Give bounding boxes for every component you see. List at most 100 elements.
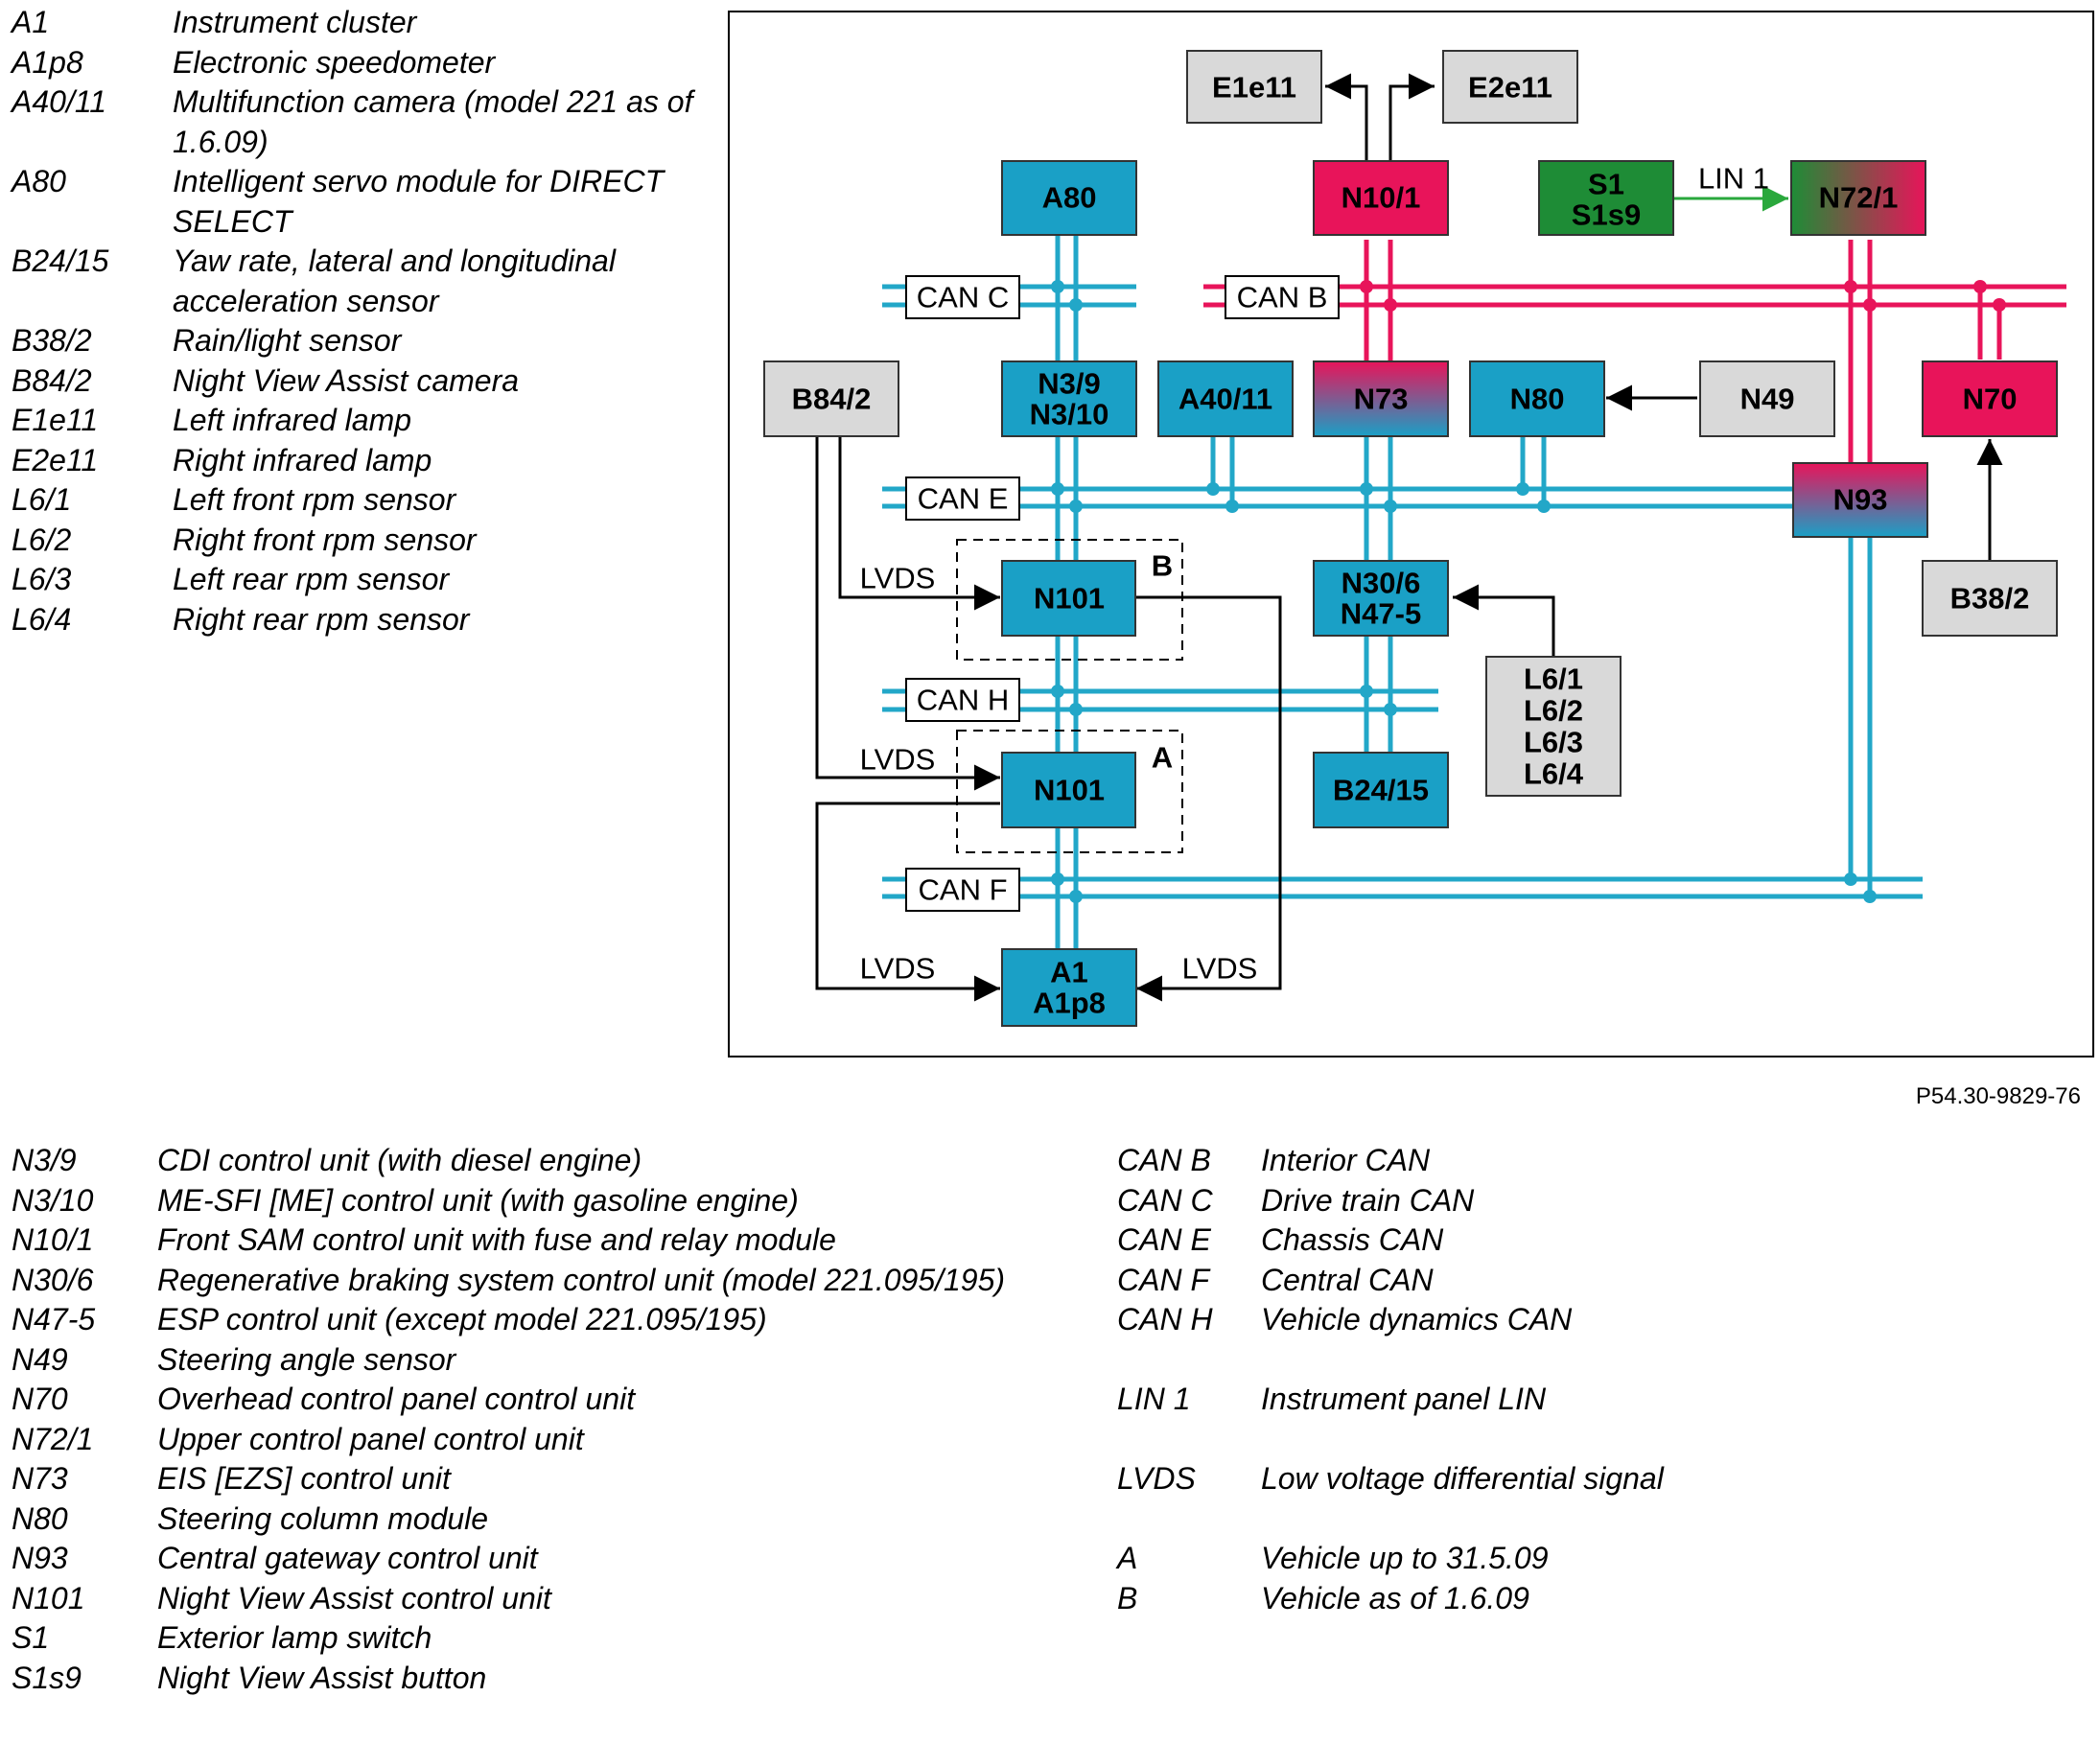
svg-text:CAN F: CAN F (919, 873, 1008, 907)
can-b-junction-dots (1360, 280, 2006, 312)
legend-entry: A80 Intelligent servo module for DIRECT S… (12, 162, 702, 242)
svg-text:N93: N93 (1833, 483, 1888, 517)
legend-code: A1 (12, 5, 50, 39)
legend-description: Intelligent servo module for DIRECT SELE… (173, 164, 665, 239)
legend-description: Instrument cluster (173, 5, 417, 39)
svg-text:N73: N73 (1354, 383, 1409, 416)
component-e2e11: E2e11 (1442, 50, 1578, 124)
legend-description: Night View Assist control unit (157, 1580, 551, 1615)
legend-description: Drive train CAN (1261, 1182, 1475, 1218)
component-b38-2: B38/2 (1922, 560, 2058, 637)
component-n30-6-n47-5: N30/6 N47-5 (1313, 560, 1449, 637)
svg-text:E1e11: E1e11 (1212, 71, 1296, 105)
legend-description: Right front rpm sensor (173, 522, 477, 557)
svg-text:B38/2: B38/2 (1950, 582, 2030, 616)
component-n80: N80 (1469, 360, 1605, 437)
legend-description: Left infrared lamp (173, 403, 412, 437)
svg-text:N72/1: N72/1 (1819, 181, 1899, 215)
svg-text:N10/1: N10/1 (1342, 181, 1421, 215)
svg-text:S1: S1 (1588, 168, 1624, 201)
svg-text:B84/2: B84/2 (792, 383, 872, 416)
legend-description: Instrument panel LIN (1261, 1382, 1547, 1416)
can-h-label: CAN H (905, 678, 1020, 722)
legend-code: A80 (12, 164, 66, 198)
component-n3-9-n3-10: N3/9 N3/10 (1001, 360, 1137, 437)
legend-code: CAN E (1117, 1222, 1211, 1257)
component-n72-1: N72/1 (1790, 160, 1926, 236)
svg-text:CAN C: CAN C (917, 281, 1009, 314)
legend-code: B (1117, 1580, 1138, 1615)
legend-entry: A1 Instrument cluster (12, 3, 702, 43)
legend-code: N3/10 (12, 1182, 94, 1218)
variant-a-box (956, 730, 1183, 853)
component-n70: N70 (1922, 360, 2058, 437)
component-s1-s1s9: S1 S1s9 (1538, 160, 1674, 236)
legend-code: A (1117, 1541, 1138, 1575)
svg-text:L6/2: L6/2 (1524, 694, 1583, 728)
legend-description: Low voltage differential signal (1261, 1461, 1664, 1496)
legend-code: S1 (12, 1620, 50, 1655)
can-c-label: CAN C (905, 275, 1020, 319)
legend-description: Left rear rpm sensor (173, 562, 450, 596)
legend-code: B38/2 (12, 323, 92, 358)
svg-text:L6/4: L6/4 (1524, 757, 1584, 791)
legend-description: Interior CAN (1261, 1143, 1431, 1177)
legend-description: Vehicle dynamics CAN (1261, 1302, 1573, 1336)
component-a80: A80 (1001, 160, 1137, 236)
can-bus-network-diagram: B A CAN C CAN B CAN E CAN H CAN F LIN 1 … (728, 11, 2094, 1057)
legend-description: Yaw rate, lateral and longitudinal accel… (173, 244, 616, 318)
svg-text:L6/1: L6/1 (1524, 662, 1583, 696)
variant-a-label: A (1152, 741, 1173, 775)
svg-text:CAN H: CAN H (917, 684, 1009, 717)
component-e1e11: E1e11 (1186, 50, 1322, 124)
svg-text:N47-5: N47-5 (1341, 597, 1421, 631)
legend-code: N3/9 (12, 1143, 77, 1177)
component-n73: N73 (1313, 360, 1449, 437)
can-e-label: CAN E (905, 476, 1020, 521)
legend-description: Central gateway control unit (157, 1541, 538, 1575)
legend-code: L6/1 (12, 482, 72, 517)
legend-code: N72/1 (12, 1421, 94, 1456)
legend-code: S1s9 (12, 1660, 82, 1695)
component-n101-variant-b: N101 (1001, 560, 1136, 637)
lvds-label-a1-left: LVDS (860, 952, 936, 986)
svg-text:N3/10: N3/10 (1030, 398, 1109, 431)
component-b24-15: B24/15 (1313, 752, 1449, 828)
legend-code: N49 (12, 1341, 68, 1377)
svg-text:N70: N70 (1963, 383, 2018, 416)
svg-text:CAN B: CAN B (1237, 281, 1328, 314)
can-b-label: CAN B (1225, 275, 1340, 319)
legend-description: Vehicle up to 31.5.09 (1261, 1541, 1549, 1575)
svg-text:A80: A80 (1042, 181, 1097, 215)
legend-code: L6/4 (12, 601, 72, 637)
legend-description: Right infrared lamp (173, 442, 432, 477)
legend-description: Exterior lamp switch (157, 1620, 432, 1655)
svg-text:N49: N49 (1740, 383, 1795, 416)
lvds-label-b: LVDS (860, 562, 936, 595)
svg-text:A1: A1 (1050, 956, 1088, 989)
